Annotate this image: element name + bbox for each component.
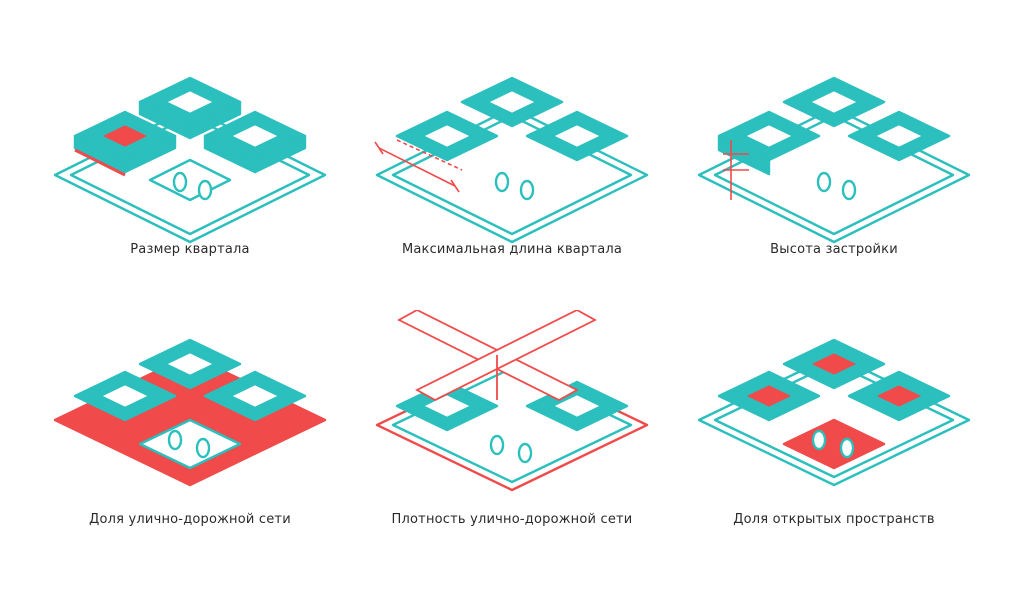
building-height-illustration [697,76,971,244]
diagram-street-network-share: Доля улично-дорожной сети [25,310,355,570]
diagram-building-height: Высота застройки [669,40,999,300]
street-network-density-illustration [375,310,649,492]
block-size-illustration [53,76,327,244]
diagram-max-block-length: Максимальная длина квартала [347,40,677,300]
caption-building-height: Высота застройки [770,242,898,257]
diagram-street-network-density: Плотность улично-дорожной сети [347,310,677,570]
caption-street-network-density: Плотность улично-дорожной сети [391,512,633,527]
caption-block-size: Размер квартала [130,242,250,257]
open-space-share-illustration [697,338,971,487]
diagram-block-size: Размер квартала [25,40,355,300]
caption-open-space-share: Доля открытых пространств [733,512,935,527]
max-block-length-illustration [374,76,649,244]
caption-street-network-share: Доля улично-дорожной сети [89,512,291,527]
diagram-open-space-share: Доля открытых пространств [669,310,999,570]
street-network-share-illustration [53,338,327,487]
caption-max-block-length: Максимальная длина квартала [401,242,623,257]
